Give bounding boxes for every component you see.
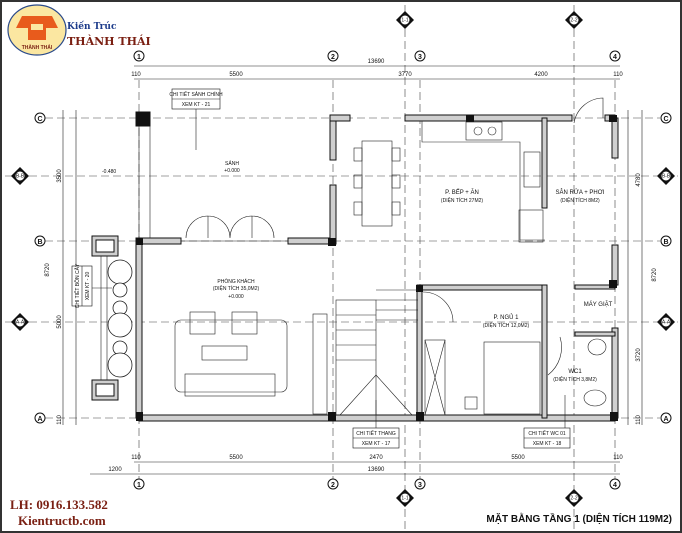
svg-text:B: B [37, 239, 42, 246]
dim-top: 110 [131, 72, 141, 78]
svg-text:B-B: B-B [662, 174, 671, 180]
svg-text:A: A [663, 416, 668, 423]
dim-bottom-total: 13690 [368, 467, 385, 473]
grid-lines [5, 5, 678, 530]
callout-planter-detail: CHI TIẾT BỒN CÂY XEM KT - 20 [71, 263, 112, 308]
walls [135, 111, 619, 422]
dim-bottom: 5500 [229, 455, 243, 461]
living-level: +0.000 [228, 294, 244, 300]
dim-top: 4200 [534, 72, 548, 78]
dim-top: 5500 [229, 72, 243, 78]
room-bedroom1-area: (DIỆN TÍCH 12,0M2) [483, 321, 530, 329]
dim-top: 110 [613, 72, 623, 78]
room-living-label: PHÒNG KHÁCH [217, 278, 255, 285]
axis-markers: 1 2 3 4 1 2 3 4 C B A C B A [34, 50, 672, 490]
svg-text:B: B [663, 239, 668, 246]
room-wc1-label: WC1 [568, 369, 582, 375]
logo-badge-text: THÀNH THÁI [22, 44, 53, 51]
room-lobby-label: SẢNH [225, 160, 239, 167]
logo-line2: THÀNH THÁI [67, 34, 151, 48]
dim-top-total: 13690 [368, 59, 385, 65]
room-laundry-label: SÂN RỬA + PHƠI [555, 189, 604, 196]
callout-wc-detail: CHI TIẾT WC 01 XEM KT - 18 [523, 395, 571, 449]
dim-bottom: 5500 [511, 455, 525, 461]
planter-box [91, 235, 133, 401]
dim-left: 5000 [57, 315, 63, 329]
svg-text:C: C [663, 116, 668, 123]
room-kitchen-label: P. BẾP + ĂN [445, 189, 479, 196]
svg-text:4: 4 [613, 54, 617, 61]
dim-right-total: 8720 [652, 268, 658, 282]
svg-text:2-2: 2-2 [570, 496, 577, 502]
svg-text:2: 2 [331, 482, 335, 489]
logo-line1: Kiến Trúc [67, 20, 117, 32]
lobby-level: +0.000 [224, 168, 240, 174]
callout-lobby-detail: CHI TIẾT SẢNH CHÍNH XEM KT - 21 [169, 88, 223, 150]
svg-text:XEM KT - 17: XEM KT - 17 [362, 441, 391, 447]
room-living-area: (DIỆN TÍCH 35,0M2) [213, 284, 260, 292]
svg-text:1: 1 [137, 54, 141, 61]
dim-right: 3720 [636, 348, 642, 362]
room-wc1-area: (DIỆN TÍCH 3,8M2) [553, 375, 597, 383]
section-markers: 1-1 2-2 1-1 2-2 B-B A-A B-B A-A [11, 11, 675, 507]
dim-top: 3770 [398, 72, 412, 78]
dimension-lines [62, 65, 643, 475]
svg-text:A-A: A-A [662, 320, 671, 326]
dim-left-total: 8720 [45, 263, 51, 277]
room-kitchen-area: (DIỆN TÍCH 27M2) [441, 196, 483, 204]
svg-text:XEM KT - 21: XEM KT - 21 [182, 102, 211, 108]
svg-text:CHI TIẾT WC 01: CHI TIẾT WC 01 [528, 430, 566, 437]
dim-left: 110 [57, 415, 63, 425]
svg-text:3: 3 [418, 54, 422, 61]
dim-right: 4780 [636, 173, 642, 187]
washer-label: MÁY GIẶT [584, 301, 613, 308]
svg-text:A: A [37, 416, 42, 423]
svg-text:CHI TIẾT BỒN CÂY: CHI TIẾT BỒN CÂY [74, 263, 81, 308]
svg-text:2-2: 2-2 [570, 18, 577, 24]
dim-bottom: 110 [131, 455, 141, 461]
dim-right: 110 [636, 415, 642, 425]
svg-text:1: 1 [137, 482, 141, 489]
dim-bottom: 2470 [369, 455, 383, 461]
svg-text:2: 2 [331, 54, 335, 61]
svg-text:C: C [37, 116, 42, 123]
svg-text:A-A: A-A [16, 320, 25, 326]
outside-level: -0.480 [102, 169, 116, 175]
svg-text:4: 4 [613, 482, 617, 489]
svg-text:XEM KT - 18: XEM KT - 18 [533, 441, 562, 447]
furniture [174, 97, 607, 416]
room-laundry-area: (DIỆN TÍCH 8M2) [560, 196, 600, 204]
svg-text:1-1: 1-1 [401, 496, 408, 502]
svg-text:3: 3 [418, 482, 422, 489]
company-logo: THÀNH THÁI [7, 4, 67, 56]
svg-text:CHI TIẾT SẢNH CHÍNH: CHI TIẾT SẢNH CHÍNH [169, 91, 223, 98]
dim-bottom-offset: 1200 [108, 467, 122, 473]
room-bedroom1-label: P. NGỦ 1 [494, 314, 520, 321]
svg-text:B-B: B-B [16, 174, 25, 180]
contact-website[interactable]: Kientructb.com [18, 513, 106, 528]
dim-left: 3500 [57, 169, 63, 183]
svg-text:CHI TIẾT THANG: CHI TIẾT THANG [356, 430, 396, 437]
dim-bottom: 110 [613, 455, 623, 461]
drawing-title: MẶT BẰNG TẦNG 1 (DIỆN TÍCH 119M2) [486, 512, 672, 525]
svg-text:1-1: 1-1 [401, 18, 408, 24]
svg-text:XEM KT - 20: XEM KT - 20 [85, 272, 91, 301]
contact-phone: LH: 0916.133.582 [10, 497, 108, 512]
callout-stair-detail: CHI TIẾT THANG XEM KT - 17 [352, 400, 400, 449]
